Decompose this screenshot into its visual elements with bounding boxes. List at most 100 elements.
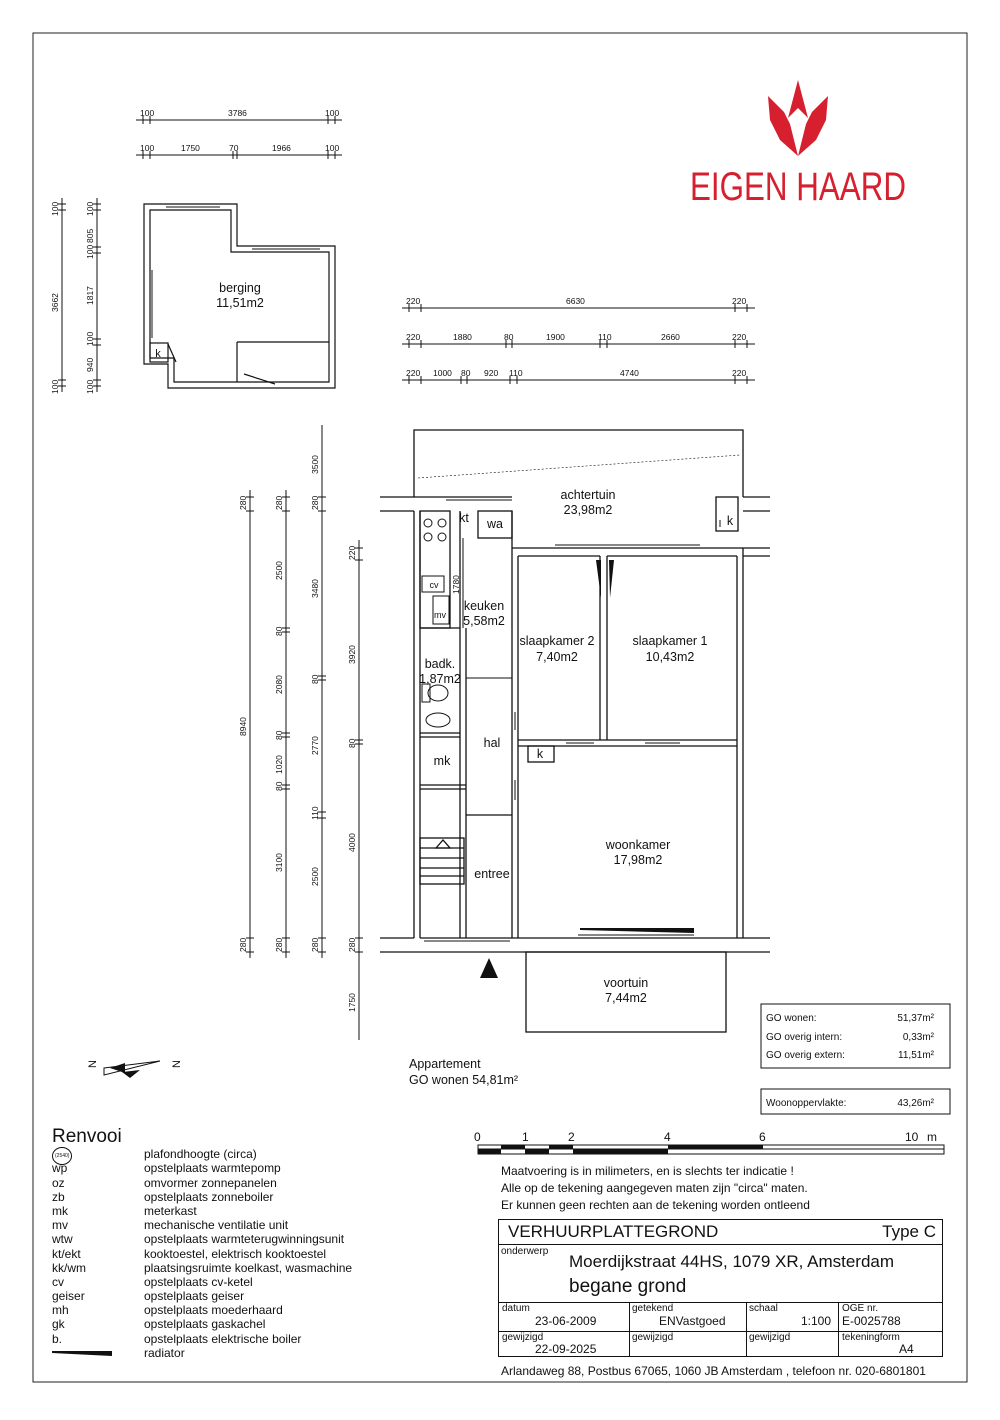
dim-r3-2: 80 — [461, 368, 471, 378]
dim-c3-2: 3480 — [310, 579, 320, 598]
dim-c2-0: 280 — [274, 496, 284, 510]
keuken-area: 5,58m2 — [463, 614, 505, 628]
k-label-hal: k — [537, 747, 544, 761]
dim-c4-3: 80 — [347, 738, 357, 748]
tb-datum: 23-06-2009 — [535, 1314, 597, 1328]
entrance-arrow-icon — [480, 958, 498, 978]
berging-k-label: k — [155, 348, 161, 360]
voortuin-area: 7,44m2 — [605, 991, 647, 1005]
svg-text:N: N — [171, 1060, 183, 1068]
toilet-icon — [427, 684, 449, 702]
dim-c2-5: 1020 — [274, 755, 284, 774]
dim-lb-4: 1817 — [85, 286, 95, 305]
slaapkamer2-label: slaapkamer 2 — [519, 634, 594, 648]
renvooi-title: Renvooi — [52, 1126, 122, 1147]
go-0-label: GO wonen: — [766, 1013, 817, 1024]
renvooi-item: b.opstelplaats elektrische boiler — [52, 1331, 302, 1346]
dim-r3-4: 110 — [509, 368, 523, 378]
dim-lb-2: 805 — [85, 229, 95, 243]
dim-lb-1: 100 — [85, 202, 95, 216]
eigen-haard-logo: EIGEN HAARD — [690, 80, 906, 209]
note-line: Er kunnen geen rechten aan de tekening w… — [501, 1198, 810, 1212]
dim-c2-6: 80 — [274, 781, 284, 791]
stove-burner-icon — [423, 518, 433, 528]
dim-top2-3: 1966 — [272, 143, 291, 153]
dim-r2-2: 80 — [504, 332, 514, 342]
slaapkamer2-area: 7,40m2 — [536, 650, 578, 664]
dim-c1-2: 280 — [238, 938, 248, 952]
dim-r2-5: 2660 — [661, 332, 680, 342]
go-2-value: 11,51m² — [898, 1050, 935, 1061]
dim-r1-0: 220 — [406, 296, 420, 306]
badk-area: 1,87m2 — [419, 672, 461, 686]
dim-c2-8: 280 — [274, 938, 284, 952]
dim-lb-9: 100 — [50, 380, 60, 394]
scale-0: 0 — [474, 1130, 481, 1144]
scale-4: 4 — [664, 1130, 671, 1144]
berging-plan — [143, 203, 336, 389]
dim-top1-0: 100 — [140, 108, 154, 118]
dim-top2-0: 100 — [140, 143, 154, 153]
renvooi-item: (2540)plafondhoogte (circa) — [52, 1147, 472, 1166]
tb-gewijzigd: 22-09-2025 — [535, 1342, 597, 1356]
note-line: Alle op de tekening aangegeven maten zij… — [501, 1181, 808, 1195]
dim-r2-3: 1900 — [546, 332, 565, 342]
dim-r2-0: 220 — [406, 332, 420, 342]
dim-top2-2: 70 — [229, 143, 239, 153]
scale-6: 6 — [759, 1130, 766, 1144]
dim-top1-1: 3786 — [228, 108, 247, 118]
apartment-plan — [380, 429, 770, 1033]
dim-c3-6: 2500 — [310, 867, 320, 886]
entree-label: entree — [474, 867, 509, 881]
title-block: VERHUURPLATTEGROND Type C onderwerp Moer… — [498, 1219, 943, 1357]
voortuin-label: voortuin — [604, 976, 649, 990]
radiator-icon — [580, 928, 694, 933]
dim-top2-4: 100 — [325, 143, 339, 153]
go-1-label: GO overig intern: — [766, 1032, 842, 1043]
footer-address: Arlandaweg 88, Postbus 67065, 1060 JB Am… — [501, 1364, 926, 1378]
dim-c3-1: 280 — [310, 496, 320, 510]
dim-c4-5: 280 — [347, 938, 357, 952]
svg-text:N: N — [87, 1060, 99, 1068]
logo-text: EIGEN HAARD — [690, 165, 906, 209]
dim-r3-3: 920 — [484, 368, 498, 378]
dim-c3-5: 110 — [310, 806, 320, 820]
windows — [424, 499, 721, 942]
go-0-value: 51,37m² — [897, 1013, 934, 1024]
dim-c3-4: 2770 — [310, 736, 320, 755]
radiators — [580, 560, 694, 933]
tb-address: Moerdijkstraat 44HS, 1079 XR, Amsterdam — [569, 1252, 895, 1271]
dim-c2-4: 80 — [274, 730, 284, 740]
achtertuin-area: 23,98m2 — [564, 503, 613, 517]
tb-schaal-label: schaal — [749, 1303, 778, 1314]
dim-lb-0: 100 — [50, 202, 60, 216]
woonkamer-area: 17,98m2 — [614, 853, 663, 867]
dim-c2-1: 2500 — [274, 561, 284, 580]
tb-gewijzigd-label-2: gewijzigd — [632, 1332, 674, 1343]
go-table-box — [760, 1003, 951, 1069]
scale-2: 2 — [568, 1130, 575, 1144]
wa-label: wa — [486, 517, 503, 531]
dim-c2-7: 3100 — [274, 853, 284, 872]
tb-onderwerp-label: onderwerp — [501, 1246, 549, 1257]
fixtures — [421, 518, 451, 728]
dim-c4-4: 4000 — [347, 833, 357, 852]
tb-gewijzigd-label-3: gewijzigd — [749, 1332, 791, 1343]
dim-r1-1: 6630 — [566, 296, 585, 306]
dim-c1-0: 280 — [238, 496, 248, 510]
tb-title: VERHUURPLATTEGROND — [508, 1222, 719, 1241]
woonopp-label: Woonoppervlakte: — [766, 1098, 846, 1109]
dim-lb-8: 3662 — [50, 293, 60, 312]
dim-lines-apartment-top — [402, 304, 755, 384]
dim-lb-5: 100 — [85, 332, 95, 346]
scale-1: 1 — [522, 1130, 529, 1144]
